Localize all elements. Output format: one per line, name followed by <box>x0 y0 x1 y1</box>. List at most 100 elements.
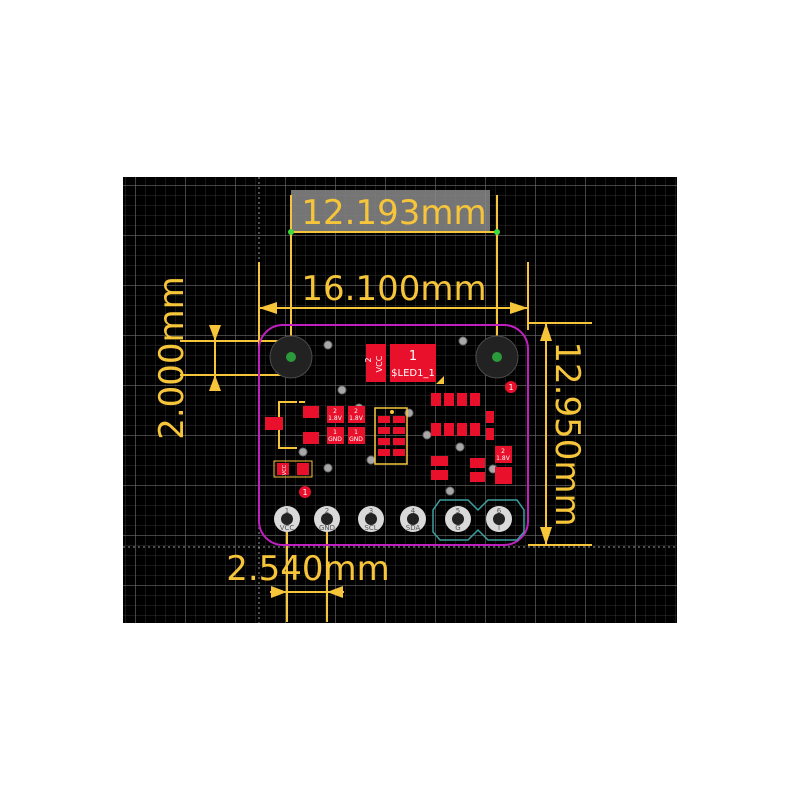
via[interactable] <box>422 430 432 440</box>
pin-number: 6 <box>497 507 502 515</box>
dim-handle-left[interactable] <box>288 229 294 235</box>
via[interactable] <box>455 442 465 452</box>
dimension-board-width[interactable]: 16.100mm <box>258 262 529 350</box>
capacitor-pin-number: 2 <box>354 408 358 415</box>
dim-arrow-bottom <box>209 375 221 391</box>
mounting-hole-right[interactable] <box>475 335 519 379</box>
capacitor-2[interactable]: 2 1.8V 1 GND <box>348 406 365 444</box>
via[interactable] <box>404 408 414 418</box>
capacitor-pad[interactable] <box>327 427 344 444</box>
dim-arrow-right <box>327 586 343 598</box>
pin-label: SCL <box>364 524 377 532</box>
pcb-canvas[interactable]: 12.193mm 16.100mm 12.950mm 2.000mm 2.540… <box>123 177 677 623</box>
resistor-array-2[interactable] <box>431 423 480 436</box>
capacitor-pad[interactable] <box>348 406 365 423</box>
pin-label: VCC <box>280 524 295 532</box>
resistor-pad[interactable] <box>444 423 454 436</box>
ic-pin1-marker <box>390 410 394 414</box>
resistor-pad[interactable] <box>431 423 441 436</box>
via[interactable] <box>337 385 347 395</box>
header-pin-4[interactable]: 4 SDA <box>400 506 426 532</box>
led-designator: $LED1_1 <box>391 368 435 379</box>
capacitor-pad[interactable] <box>297 463 309 475</box>
ic-pad[interactable] <box>378 416 390 423</box>
led-component[interactable]: 2 VCC 1 $LED1_1 <box>364 344 444 384</box>
mounting-hole-left[interactable] <box>269 335 313 379</box>
header-pin-6[interactable]: 6 I <box>486 506 512 532</box>
header-pin-3[interactable]: 3 SCL <box>358 506 384 532</box>
resistor-pad[interactable] <box>470 472 485 482</box>
capacitor-1[interactable]: 2 1.8V 1 GND <box>327 406 344 444</box>
drc-error-marker[interactable]: 1 <box>505 381 517 393</box>
dim-handle-right[interactable] <box>494 229 500 235</box>
component-left-pad[interactable] <box>303 432 319 444</box>
dim-label-top-width: 12.193mm <box>301 193 486 233</box>
dim-arrow-top <box>540 323 552 341</box>
via[interactable] <box>323 463 333 473</box>
capacitor-pad[interactable] <box>277 463 289 475</box>
resistor-pad[interactable] <box>470 423 480 436</box>
capacitor-right[interactable]: 2 1.8V <box>495 446 512 484</box>
led-polarity-marker <box>436 376 444 384</box>
resistor-pad[interactable] <box>457 393 467 406</box>
resistor-pair-lower[interactable] <box>431 456 485 482</box>
resistor-small-right <box>486 411 494 440</box>
dimension-top-width[interactable]: 12.193mm <box>288 190 500 355</box>
svg-text:1: 1 <box>302 488 307 497</box>
ic-pad[interactable] <box>393 438 405 445</box>
dim-arrow-top <box>209 325 221 341</box>
capacitor-net-label: GND <box>349 436 363 443</box>
resistor-pad[interactable] <box>431 470 448 480</box>
capacitor-pad[interactable] <box>348 427 365 444</box>
resistor-pad[interactable] <box>457 423 467 436</box>
ic-pad[interactable] <box>393 427 405 434</box>
header-pin-2[interactable]: 2 GND <box>314 506 340 532</box>
component-left-pad[interactable] <box>303 406 319 418</box>
dim-arrow-left <box>259 302 277 314</box>
drc-error-marker[interactable]: 1 <box>299 486 311 498</box>
ic-pad[interactable] <box>378 427 390 434</box>
dim-arrow-right <box>510 302 528 314</box>
capacitor-pad[interactable] <box>495 446 512 463</box>
ic-pad[interactable] <box>393 416 405 423</box>
capacitor-net-label: VCC <box>282 464 288 475</box>
resistor-pad[interactable] <box>470 393 480 406</box>
ic-pad[interactable] <box>393 449 405 456</box>
pin-label: SDA <box>406 524 421 532</box>
resistor-pad[interactable] <box>431 456 448 466</box>
via[interactable] <box>366 455 376 465</box>
pin-number: 1 <box>285 507 289 515</box>
keepout-outline <box>432 499 525 541</box>
via[interactable] <box>323 340 333 350</box>
dimension-board-height[interactable]: 12.950mm <box>528 322 592 546</box>
dimension-highlight <box>291 190 490 232</box>
resistor-pad[interactable] <box>431 393 441 406</box>
led-pad-2[interactable] <box>366 344 386 382</box>
capacitor-pin-number: 1 <box>354 429 358 436</box>
dimension-pin-pitch[interactable]: 2.540mm <box>226 520 390 622</box>
led-pad-1[interactable] <box>390 344 436 382</box>
dim-arrow-bottom <box>540 527 552 545</box>
header-pin-1[interactable]: 1 VCC <box>274 506 300 532</box>
ic-pad[interactable] <box>378 449 390 456</box>
capacitor-net-label: 1.8V <box>496 455 511 462</box>
capacitor-pad[interactable] <box>327 406 344 423</box>
dimension-hole-offset[interactable]: 2.000mm <box>152 276 291 440</box>
resistor-pad[interactable] <box>444 393 454 406</box>
ic-component[interactable] <box>374 407 408 465</box>
board-outline[interactable] <box>258 324 529 546</box>
capacitor-small-left[interactable]: VCC <box>273 460 313 478</box>
extension-lines <box>123 177 677 623</box>
capacitor-pad[interactable] <box>495 467 512 484</box>
via[interactable] <box>298 447 308 457</box>
via[interactable] <box>458 336 468 346</box>
resistor-pad[interactable] <box>486 428 494 440</box>
component-left-outline[interactable] <box>265 401 319 449</box>
resistor-array-1[interactable] <box>431 393 480 406</box>
resistor-pad[interactable] <box>470 458 485 468</box>
resistor-pad[interactable] <box>486 411 494 423</box>
ic-pad[interactable] <box>378 438 390 445</box>
component-left-pad[interactable] <box>265 417 283 430</box>
via[interactable] <box>445 486 455 496</box>
header-pin-5[interactable]: 5 G <box>445 506 471 532</box>
